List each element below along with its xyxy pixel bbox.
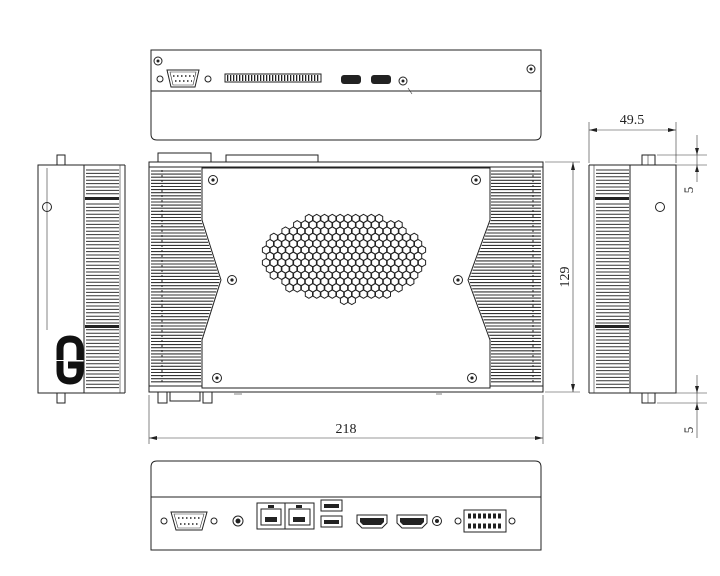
side-fins: [86, 169, 119, 389]
foot-bottom-dimension: 5: [657, 375, 707, 438]
top-view: [150, 49, 542, 141]
width-dimension: 218: [148, 395, 544, 444]
screw-icon: [153, 56, 163, 66]
screw-icon: [208, 175, 218, 185]
bottom-view-io-panel: [150, 496, 542, 551]
hdmi-port-icon: [396, 514, 428, 529]
vent-cell: [328, 289, 337, 299]
top-view-lower-body: [150, 91, 542, 141]
foot-icon: [157, 391, 168, 404]
side-rail: [595, 325, 629, 328]
foot-top-dimension-label: 5: [681, 187, 696, 194]
screw-icon: [227, 275, 237, 285]
screw-icon: [471, 175, 481, 185]
vent-cell: [347, 295, 356, 306]
vent-cell: [382, 289, 391, 299]
front-view-body: [148, 161, 544, 393]
vent-cell: [312, 289, 321, 299]
height-dimension: 129: [545, 161, 580, 393]
right-side-panel: [629, 164, 677, 394]
serial-port-icon: [160, 511, 218, 531]
vent-cell: [367, 289, 376, 299]
side-rail: [85, 197, 119, 200]
foot-top-dimension: 5: [657, 135, 707, 193]
vent-cell: [269, 270, 278, 280]
screw-icon: [453, 275, 463, 285]
side-hole-icon: [655, 202, 665, 212]
vent-cell: [359, 289, 368, 299]
vent-cell: [285, 283, 294, 293]
side-fins: [596, 169, 629, 389]
bottom-connector-stub: [169, 391, 201, 402]
vent-cell: [339, 295, 349, 306]
vent-cell: [406, 276, 415, 287]
screw-icon: [212, 373, 222, 383]
foot-icon: [641, 392, 656, 404]
honeycomb-vent-grille: [261, 213, 427, 306]
usb-a-port-icon: [320, 499, 343, 512]
foot-icon: [202, 391, 213, 404]
left-side-panel: [37, 164, 85, 394]
bottom-view-upper-body: [150, 460, 542, 497]
vent-cell: [394, 283, 403, 293]
left-heatsink-fins: [151, 170, 220, 383]
top-header-stub: [225, 154, 319, 163]
side-hole-icon: [42, 202, 52, 212]
screw-icon: [398, 76, 408, 86]
audio-jack-icon: [432, 516, 442, 526]
screw-icon: [526, 64, 536, 74]
top-connector-stub: [157, 152, 212, 163]
power-jack-icon: [232, 515, 244, 527]
top-view-upper-panel: [150, 49, 542, 92]
hdmi-port-icon: [356, 514, 388, 529]
vent-cell: [320, 289, 329, 299]
up-logo: [56, 335, 84, 385]
right-heatsink-fins: [469, 170, 541, 383]
left-side-view: [37, 154, 126, 404]
usb-a-port-icon: [320, 515, 343, 528]
height-dimension-label: 129: [558, 267, 573, 288]
vent-cell: [293, 283, 302, 293]
foot-icon: [56, 392, 66, 404]
front-view: [148, 152, 544, 404]
foot-icon: [641, 154, 656, 166]
screw-icon: [467, 373, 477, 383]
side-rail: [85, 325, 119, 328]
serial-port-icon: [156, 69, 212, 88]
foot-bottom-dimension-label: 5: [681, 427, 696, 434]
foot-icon: [56, 154, 66, 166]
depth-dimension-label: 49.5: [620, 113, 645, 128]
depth-dimension: 49.5: [588, 113, 677, 163]
vent-cell: [304, 289, 313, 299]
bottom-view: [150, 460, 542, 551]
dual-ethernet-port-icon: [256, 502, 315, 530]
usb-c-port-icon: [371, 75, 391, 84]
right-side-view: [588, 154, 677, 404]
usb-c-port-icon: [341, 75, 361, 84]
side-rail: [595, 197, 629, 200]
width-dimension-label: 218: [336, 422, 357, 437]
terminal-block-icon: [454, 509, 516, 533]
vent-cell: [375, 289, 384, 299]
pin-header-icon: [224, 73, 322, 83]
